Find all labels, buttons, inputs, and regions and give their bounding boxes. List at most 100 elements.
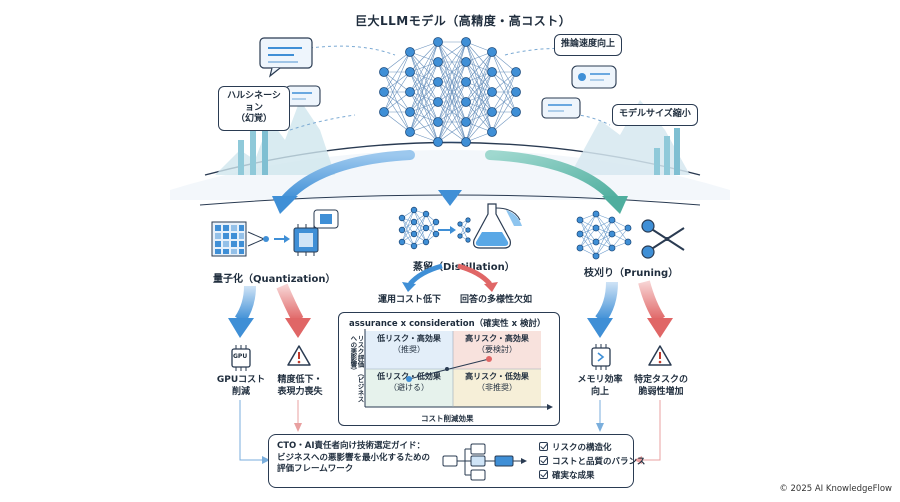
network-node (461, 37, 471, 47)
memory-chip-icon (591, 344, 611, 370)
network-node (624, 238, 632, 246)
quadrant-top-left: 低リスク・高効果 （推奨） (365, 331, 453, 369)
network-node (461, 137, 471, 147)
checklist-item-1: リスクの構造化 (539, 441, 612, 453)
network-node (410, 206, 418, 214)
hallucination-line-2: （幻覚） (235, 114, 272, 125)
matrix-title: assurance x consideration（確実性 x 検討） (349, 319, 546, 329)
network-node (405, 107, 415, 117)
quadrant-top-right: 高リスク・高効果 （要検討） (453, 331, 541, 369)
network-node (592, 238, 600, 246)
network-node (592, 252, 600, 260)
risk-matrix: assurance x consideration（確実性 x 検討） リスク評… (338, 312, 560, 426)
network-node (608, 244, 616, 252)
quadrant-top-right-sub: （要検討） (477, 344, 517, 354)
pruning-positive-line-2: 向上 (590, 387, 609, 398)
network-node (624, 224, 632, 232)
pruning-positive: メモリ効率 向上 (574, 374, 626, 398)
network-node (433, 37, 443, 47)
quadrant-top-left-sub: （推奨） (393, 344, 425, 354)
network-node (422, 224, 430, 232)
network-node (379, 87, 389, 97)
distillation-small-arrows (402, 263, 498, 292)
matrix-y-axis-label: リスク評価 （ビジネスへの悪影響） (341, 335, 364, 407)
network-node (487, 47, 497, 57)
gpu-chip-icon (231, 345, 251, 371)
checkbox-icon (539, 442, 548, 451)
checklist-item-1-label: リスクの構造化 (552, 443, 612, 453)
quantization-negative: 精度低下・ 表現力喪失 (270, 374, 330, 398)
network-node (432, 230, 440, 238)
quantization-label: 量子化（Quantization） (213, 274, 336, 285)
matrix-point-mid (445, 367, 449, 371)
network-node (433, 117, 443, 127)
network-node (461, 97, 471, 107)
network-node (398, 238, 406, 246)
chat-bubble-icon (259, 37, 313, 78)
hallucination-bubble: ハルシネーション （幻覚） (218, 86, 290, 132)
network-node (405, 67, 415, 77)
quadrant-bottom-right-sub: （非推奨） (477, 382, 517, 392)
llm-network-icon (379, 37, 521, 147)
network-node (461, 117, 471, 127)
matrix-y-axis-line-2: （ビジネスへの悪影響） (348, 335, 364, 403)
network-node (422, 210, 430, 218)
distillation-icon (398, 203, 522, 250)
network-node (379, 107, 389, 117)
pruning-label: 枝刈り（Pruning） (584, 268, 679, 279)
matrix-axes (364, 329, 553, 410)
network-node (405, 47, 415, 57)
distillation-positive: 運用コスト低下 (378, 295, 442, 305)
pruning-positive-line-1: メモリ効率 (577, 375, 623, 385)
network-node (487, 87, 497, 97)
hallucination-line-1: ハルシネーション (227, 91, 281, 113)
gpu-chip-label: GPU (233, 353, 248, 360)
quadrant-bottom-right: 高リスク・低効果 （非推奨） (453, 369, 541, 407)
quantization-positive-line-1: GPUコスト (216, 375, 266, 385)
network-node (576, 230, 584, 238)
network-node (405, 87, 415, 97)
network-node (592, 224, 600, 232)
network-node (405, 127, 415, 137)
network-node (410, 242, 418, 250)
quadrant-bottom-left-sub: （避ける） (389, 382, 429, 392)
network-node (457, 233, 463, 239)
network-node (465, 227, 471, 233)
network-node (511, 87, 521, 97)
network-node (465, 217, 471, 223)
network-node (487, 107, 497, 117)
flowchart-icon (442, 443, 527, 481)
pruning-negative-line-1: 特定タスクの (633, 375, 688, 385)
matrix-x-axis-label: コスト削減効果 (421, 414, 474, 423)
network-node (433, 137, 443, 147)
network-node (608, 230, 616, 238)
network-node (433, 77, 443, 87)
network-node (465, 237, 471, 243)
checklist-item-2: コストと品質のバランス (539, 455, 645, 467)
network-node (433, 57, 443, 67)
quantization-icon (211, 209, 339, 257)
network-node (511, 67, 521, 77)
matrix-point-low (406, 376, 412, 382)
network-node (379, 67, 389, 77)
network-node (576, 216, 584, 224)
guide-line-2: ビジネスへの悪影響を最小化するための (277, 452, 431, 463)
network-node (433, 97, 443, 107)
network-node (410, 218, 418, 226)
network-node (398, 214, 406, 222)
quadrant-top-right-label: 高リスク・高効果 (465, 334, 529, 343)
distillation-negative: 回答の多様性欠如 (460, 295, 533, 305)
quantization-negative-line-2: 表現力喪失 (277, 387, 323, 398)
user-chat-icon (571, 65, 617, 89)
guide-line-3: 評価フレームワーク (277, 464, 354, 475)
quadrant-bottom-right-label: 高リスク・低効果 (465, 372, 529, 381)
guide-text: CTO・AI責任者向け技術選定ガイド： ビジネスへの悪影響を最小化するための 評… (277, 441, 430, 476)
network-node (461, 77, 471, 87)
checkbox-icon (539, 456, 548, 465)
network-node (487, 127, 497, 137)
quantization-negative-line-1: 精度低下・ (277, 375, 323, 385)
network-node (487, 67, 497, 77)
matrix-y-axis-line-1: リスク評価 (356, 335, 364, 368)
checklist-item-2-label: コストと品質のバランス (552, 457, 646, 467)
